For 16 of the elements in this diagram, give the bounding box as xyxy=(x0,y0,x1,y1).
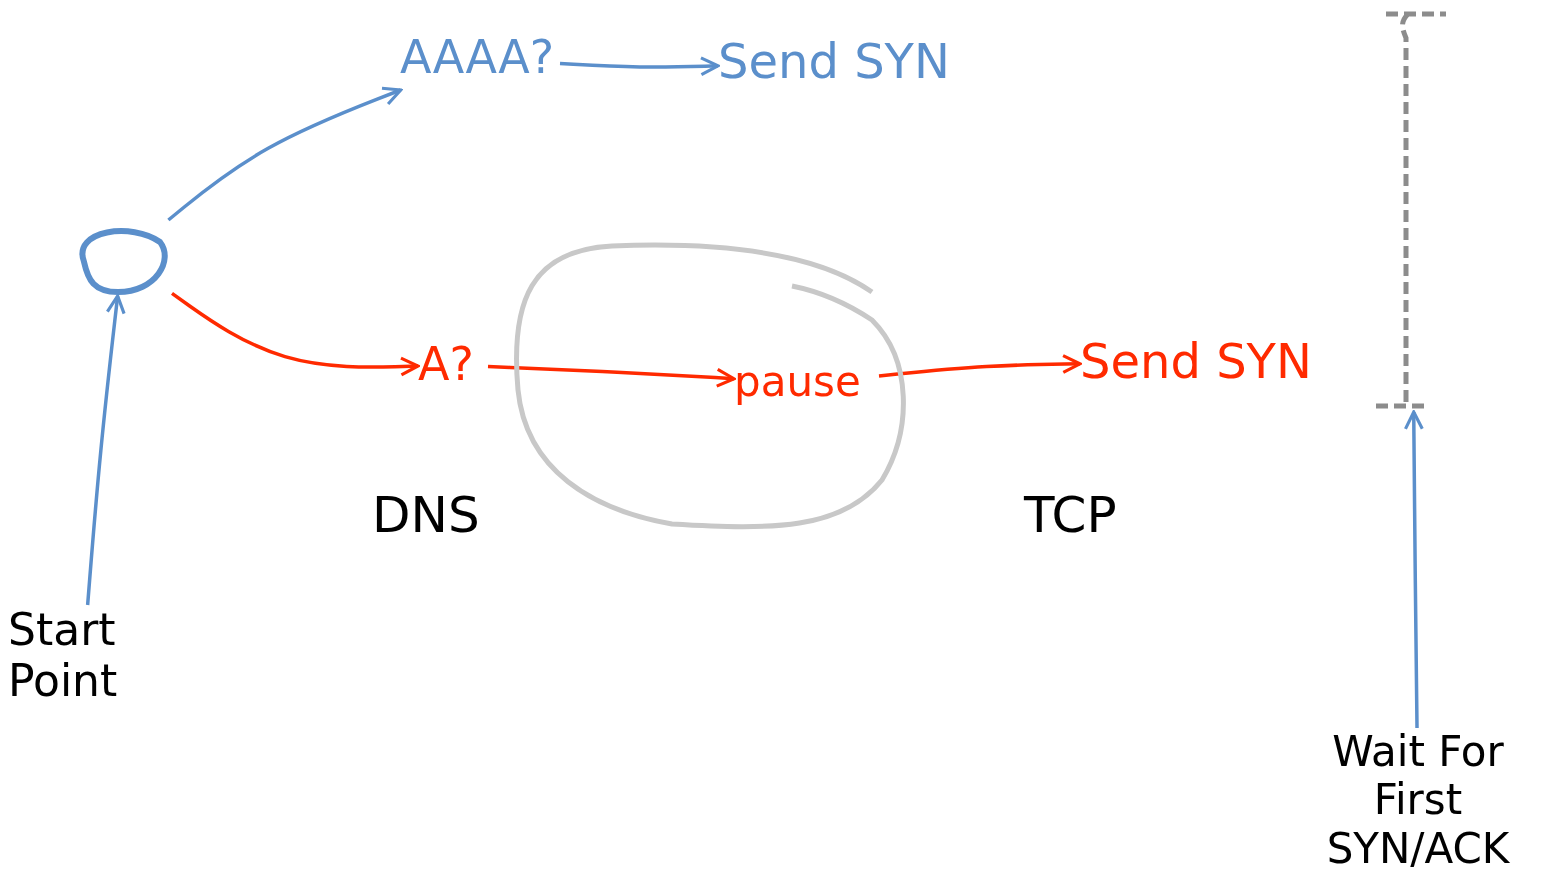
section-label: TCP xyxy=(1024,486,1117,544)
section-label: DNS xyxy=(372,486,480,544)
step-label: AAAA? xyxy=(400,29,556,86)
step-label: A? xyxy=(418,336,475,393)
leader-line xyxy=(85,294,126,606)
annotation-text: Start Point xyxy=(8,605,119,707)
arrow xyxy=(171,292,420,377)
step-label: Send SYN xyxy=(1080,332,1313,391)
arrow xyxy=(559,56,720,77)
arrow xyxy=(487,364,736,388)
step-label: Send SYN xyxy=(718,32,951,91)
annotation-text: Wait For First SYN/ACK xyxy=(1325,728,1511,873)
arrow xyxy=(167,86,403,222)
step-label: pause xyxy=(734,356,862,408)
leader-line xyxy=(1403,410,1424,729)
arrow xyxy=(878,354,1082,378)
